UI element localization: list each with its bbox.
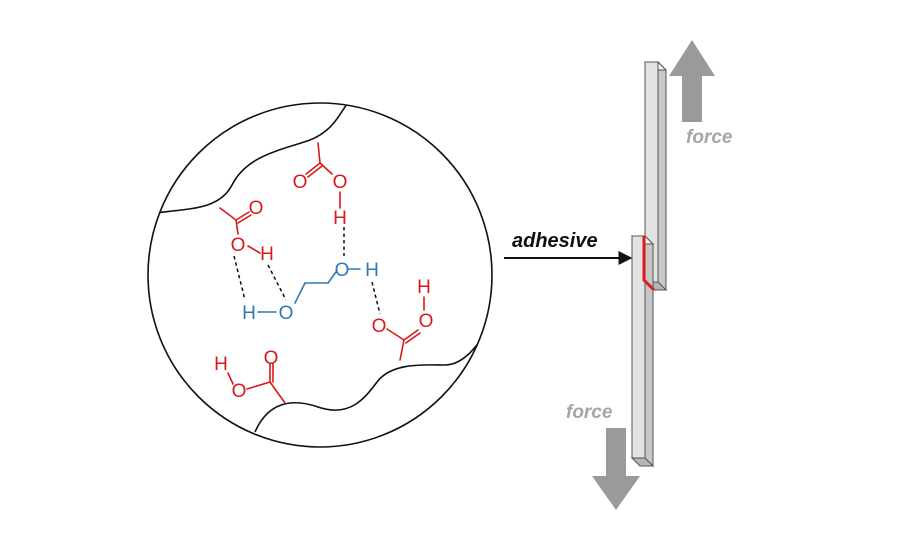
magnification-circle (147, 102, 493, 448)
atom-o-diol-right: O (335, 260, 350, 281)
atom-o-top-carbonyl: O (293, 172, 308, 193)
lower-substrate-surface (254, 321, 492, 433)
lower-bar-side (644, 234, 654, 468)
lower-bar-bottom (630, 457, 655, 467)
upper-bar (643, 60, 668, 292)
down-arrow-icon (592, 428, 640, 510)
atom-o-bottom-hydroxyl: O (232, 381, 247, 402)
acid-atoms: O O H O O H O O H O O H (214, 172, 433, 402)
atom-o-top-hydroxyl: O (333, 172, 348, 193)
atom-h-left: H (260, 244, 274, 265)
diol-atoms: H O O H (242, 260, 379, 324)
hydrogen-bonds (233, 227, 381, 315)
h-bond-1 (233, 255, 246, 301)
atom-h-bottom: H (214, 354, 228, 375)
atom-o-left-carbonyl: O (249, 198, 264, 219)
atom-o-diol-left: O (279, 303, 294, 324)
adhesive-layer (642, 236, 656, 292)
up-arrow-icon (669, 40, 715, 122)
atom-h-right: H (417, 277, 431, 298)
upper-substrate-surface (148, 103, 351, 216)
atom-h-top: H (333, 208, 347, 229)
diol-bonds (257, 268, 361, 313)
acid-bonds (219, 142, 425, 404)
atom-o-left-hydroxyl: O (231, 235, 246, 256)
force-label-bottom: force (566, 402, 613, 423)
h-bond-4 (371, 281, 381, 315)
force-label-top: force (686, 127, 733, 148)
atom-h-diol-left: H (242, 303, 256, 324)
atom-o-right-hydroxyl: O (419, 311, 434, 332)
atom-o-bottom-carbonyl: O (264, 348, 279, 369)
upper-bar-side (657, 60, 667, 292)
atom-o-right-carbonyl: O (372, 316, 387, 337)
h-bond-2 (267, 264, 287, 301)
atom-h-diol-right: H (365, 260, 379, 281)
magnified-interface: O O H O O H O O H O O H H O O H (147, 102, 493, 448)
adhesive-label: adhesive (512, 230, 598, 252)
lower-bar (630, 234, 655, 468)
